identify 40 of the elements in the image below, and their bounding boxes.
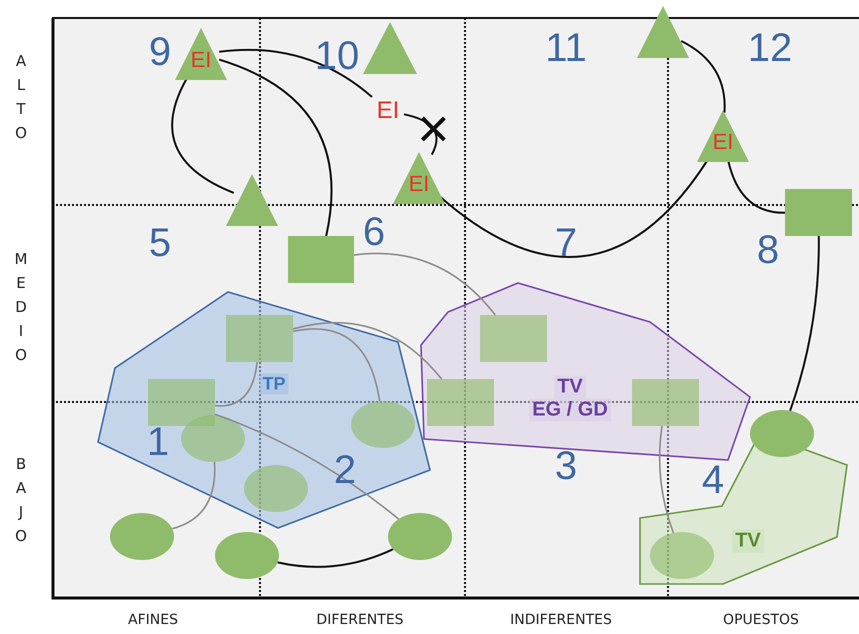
connector-line <box>218 58 332 236</box>
node-label: EI <box>712 129 734 156</box>
connector-line <box>292 328 380 402</box>
connector-line <box>404 113 438 156</box>
axis-label: ALTO <box>12 52 30 148</box>
group-label: TV <box>554 376 586 398</box>
cell-number: 3 <box>554 446 578 486</box>
connector-line <box>680 40 726 113</box>
cell-number: 11 <box>545 28 587 68</box>
group-label: EG / GD <box>529 398 611 422</box>
cell-number: 10 <box>314 36 360 76</box>
node-label: EI <box>408 171 430 198</box>
connector-line <box>277 548 394 568</box>
group-label: TP <box>260 374 288 394</box>
cell-number: 12 <box>748 28 792 68</box>
axis-label: INDIFERENTES <box>510 612 612 628</box>
connector-line <box>789 236 820 412</box>
axis-label: OPUESTOS <box>723 612 799 628</box>
connector-line <box>292 322 442 380</box>
axis-label: DIFERENTES <box>316 612 404 628</box>
cell-number: 1 <box>146 422 170 462</box>
axis-label: MEDIO <box>12 250 30 370</box>
cell-number: 5 <box>148 223 172 263</box>
connector-line <box>219 48 373 98</box>
connector-line <box>214 414 400 520</box>
connector-line <box>354 252 496 316</box>
axis-label: AFINES <box>128 612 178 628</box>
cell-number: 9 <box>148 32 172 72</box>
cell-number: 8 <box>756 230 780 270</box>
connector-line <box>214 362 258 407</box>
group-label: TV <box>732 530 764 552</box>
cell-number: 4 <box>702 460 724 500</box>
connector-line <box>172 462 216 530</box>
node-label: EI <box>190 47 212 74</box>
cell-number: 7 <box>554 223 578 263</box>
connector-line <box>727 159 786 214</box>
connector-line <box>658 426 674 534</box>
node-label: EI <box>372 97 404 125</box>
axis-label: BAJO <box>12 455 30 551</box>
cell-number: 6 <box>362 212 386 252</box>
